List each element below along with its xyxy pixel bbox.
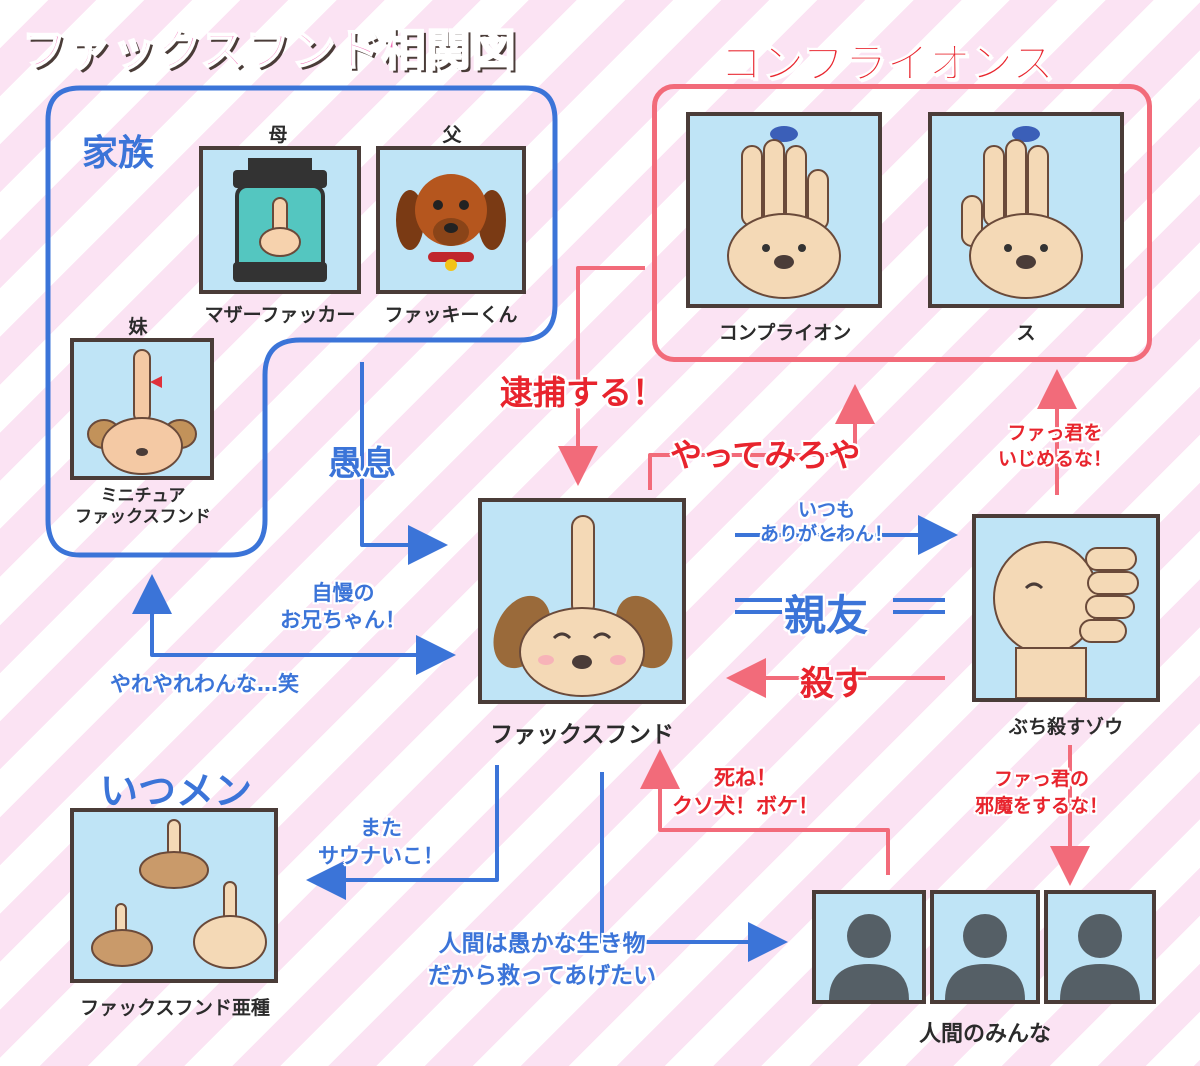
relation-die-line1: 死ね！ (714, 766, 777, 790)
mother-card (199, 146, 361, 294)
human-card-1 (812, 890, 926, 1004)
compliance-frame (652, 84, 1152, 362)
relation-dont-disturb-line2: 邪魔をするな！ (975, 795, 1109, 817)
arrow-arrest (558, 266, 645, 486)
complion-card (686, 112, 882, 308)
person-silhouette-icon (945, 914, 1025, 1000)
person-silhouette-icon (1060, 914, 1140, 1000)
sister-label: ミニチュア ファックスフンド (58, 486, 228, 528)
relation-try-it: やってみろや (670, 436, 861, 474)
relation-yareyare: やれやれわんな…笑 (110, 672, 299, 696)
relation-dont-disturb: ファっ君の 邪魔をするな！ (975, 766, 1108, 820)
relation-thanks: いつも ありがとわん！ (760, 498, 893, 546)
family-title: 家族 (82, 133, 155, 174)
relation-thanks-line1: いつも (798, 499, 856, 521)
police-hand-icon (961, 126, 1083, 299)
father-label: ファッキーくん (384, 304, 518, 326)
relation-save: 人間は愚かな生き物 だから救ってあげたい (428, 928, 656, 992)
arrow-die (640, 749, 890, 875)
relation-save-line2: だから救ってあげたい (428, 963, 657, 989)
arrow-save (600, 772, 788, 962)
arrow-best-friend-left (735, 598, 782, 614)
relation-dont-bully-line1: ファっ君を (1007, 422, 1103, 444)
dachshund-icon (396, 174, 506, 271)
itsumen-label: ファックスフンド亜種 (80, 997, 270, 1019)
relation-proud-brother: 自慢の お兄ちゃん！ (280, 580, 406, 634)
elephant-label: ぶち殺すゾウ (1008, 716, 1124, 738)
relation-best-friend: 親友 (784, 591, 869, 640)
itsumen-card (70, 808, 278, 983)
relation-sauna-line2: サウナいこ！ (318, 844, 444, 868)
humans-label: 人間のみんな (918, 1022, 1051, 1047)
relation-die-line2: クソ犬！ボケ！ (672, 794, 819, 818)
human-card-3 (1044, 890, 1156, 1004)
relation-sauna: また サウナいこ！ (318, 814, 444, 870)
relation-arrest: 逮捕する！ (500, 373, 665, 412)
mini-dog-finger-icon (87, 349, 197, 475)
relation-thanks-line2: ありがとわん！ (760, 523, 894, 545)
compliance-title: コンプライオンス (720, 39, 1055, 89)
su-card (928, 112, 1124, 308)
arrow-fool-son (360, 362, 448, 565)
thumbs-down-hand-icon (993, 541, 1139, 698)
relation-proud-brother-line1: 自慢の (311, 581, 375, 605)
relation-dont-bully-line2: いじめるな！ (998, 448, 1113, 470)
relation-dont-disturb-line1: ファっ君の (994, 768, 1090, 790)
center-card (478, 498, 686, 704)
mother-label: マザーファッカー (204, 304, 356, 326)
sister-label-line2: ファックスフンド (75, 507, 211, 527)
mother-role: 母 (268, 124, 288, 146)
police-hand-icon (727, 126, 841, 299)
relation-sauna-line1: また (360, 816, 402, 840)
arrow-best-friend-right (893, 598, 945, 614)
father-role: 父 (442, 124, 462, 146)
relation-save-line1: 人間は愚かな生き物 (438, 931, 646, 957)
center-label: ファックスフンド (490, 722, 674, 748)
arrow-try-it (648, 384, 875, 490)
relation-proud-brother-line2: お兄ちゃん！ (280, 608, 406, 632)
subspecies-group-icon (91, 819, 267, 969)
jar-hand-icon (233, 158, 327, 282)
arrow-sauna (306, 765, 499, 900)
itsumen-title: いつメン (100, 769, 253, 813)
finger-dog-icon (493, 515, 673, 697)
page-title: ファックスフンド相関図 (21, 24, 517, 77)
relation-dont-bully: ファっ君を いじめるな！ (998, 420, 1112, 472)
relation-kill: 殺す (800, 664, 868, 704)
sister-role: 妹 (128, 316, 148, 338)
relation-die: 死ね！ クソ犬！ボケ！ (672, 764, 819, 820)
relation-fool-son: 愚息 (328, 444, 396, 484)
father-card (376, 146, 526, 294)
su-label: ス (1016, 322, 1036, 344)
elephant-card (972, 514, 1160, 702)
complion-label: コンプライオン (718, 322, 852, 344)
sister-card (70, 338, 214, 480)
human-card-2 (930, 890, 1040, 1004)
sister-label-line1: ミニチュア (100, 486, 186, 506)
person-silhouette-icon (829, 914, 909, 1000)
